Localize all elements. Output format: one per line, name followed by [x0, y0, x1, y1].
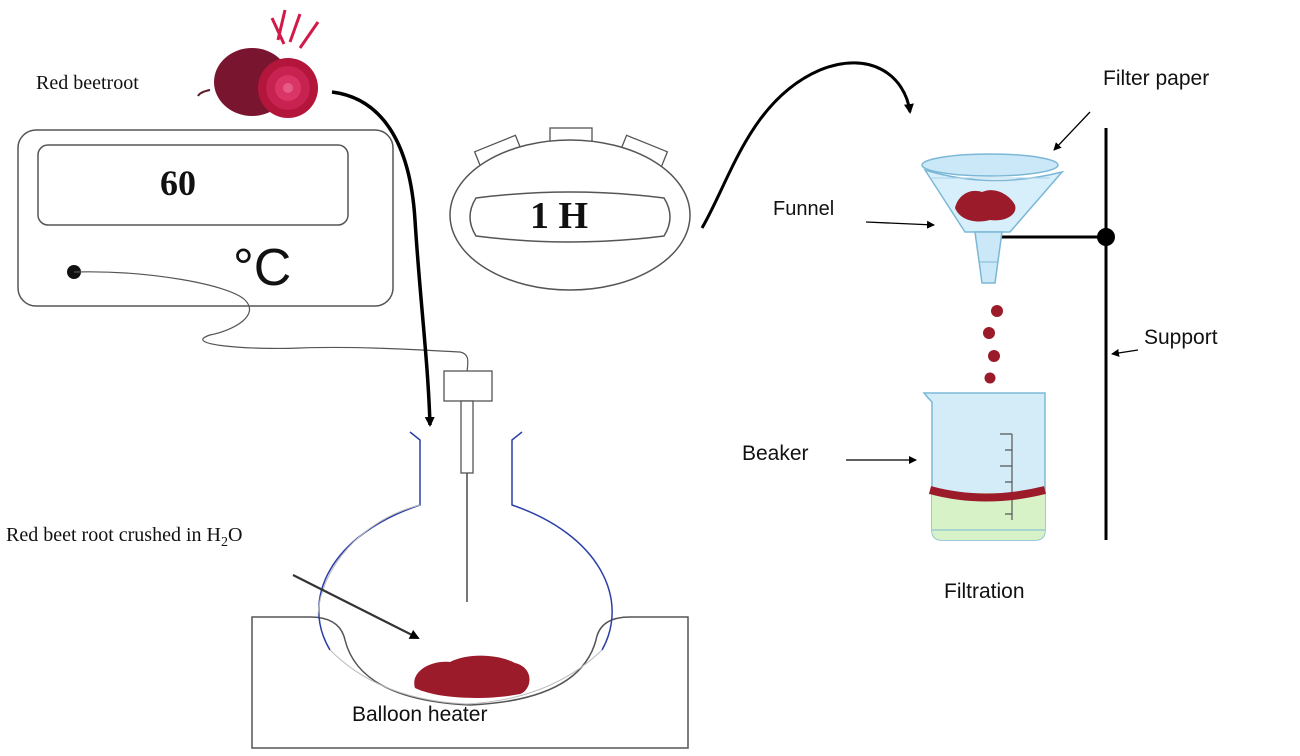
probe-cable — [73, 271, 469, 373]
arrow-funnel — [865, 220, 935, 229]
thermometer-value: 60 — [160, 163, 196, 203]
label-crushed-prefix: Red beet root crushed in H — [6, 524, 221, 546]
thermometer-probe — [443, 370, 493, 602]
round-bottom-flask — [317, 431, 613, 705]
label-filter-paper: Filter paper — [1103, 67, 1210, 90]
label-support: Support — [1144, 326, 1218, 349]
label-crushed-suffix: O — [227, 524, 243, 546]
arrow-crushed-beet — [292, 574, 420, 639]
arrow-filter-paper — [1053, 111, 1091, 151]
beetroot-icon — [197, 9, 320, 118]
arrow-support — [1111, 348, 1139, 357]
label-funnel: Funnel — [773, 198, 835, 220]
label-red-beetroot: Red beetroot — [36, 72, 139, 94]
label-balloon-heater: Balloon heater — [352, 703, 488, 726]
filtrate-drops — [983, 305, 1003, 384]
arrow-beet-to-flask — [331, 90, 435, 427]
arrow-timer-to-funnel — [700, 61, 914, 229]
timer-value: 1 H — [530, 195, 589, 237]
label-crushed-beet: Red beet root crushed in H2O — [6, 524, 242, 551]
stopwatch-icon — [449, 127, 691, 291]
label-filtration: Filtration — [944, 580, 1025, 603]
thermometer-display — [17, 129, 469, 373]
thermometer-unit: °C — [233, 239, 292, 297]
funnel — [921, 153, 1065, 284]
beaker — [922, 392, 1046, 541]
balloon-heater — [251, 616, 689, 749]
crushed-beet — [414, 655, 530, 698]
label-crushed-subscript: 2 — [220, 535, 228, 550]
label-beaker: Beaker — [742, 442, 809, 465]
